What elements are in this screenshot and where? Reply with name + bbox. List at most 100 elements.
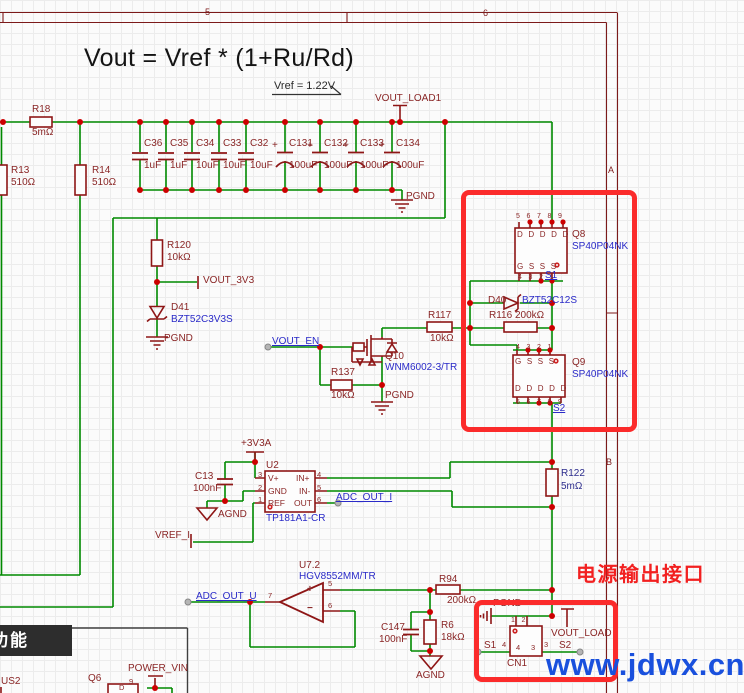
net-agnd-u2[interactable]: AGND xyxy=(218,509,247,520)
net-s2-q9[interactable]: S2 xyxy=(553,403,566,414)
label-r137-ref[interactable]: R137 xyxy=(331,367,355,378)
schematic-shape xyxy=(549,325,555,331)
label-c36-ref[interactable]: C36 xyxy=(144,138,163,149)
label-c147-ref[interactable]: C147 xyxy=(381,622,405,633)
highlight-box-q8-q9[interactable] xyxy=(461,190,637,432)
highlight-box-cn1[interactable] xyxy=(474,600,618,682)
net-vout-3v3[interactable]: VOUT_3V3 xyxy=(203,275,255,286)
label-u2-ref[interactable]: U2 xyxy=(266,460,279,471)
label-d41-ref[interactable]: D41 xyxy=(171,302,190,313)
schematic-shape xyxy=(277,581,324,624)
net-adc-out-u[interactable]: ADC_OUT_U xyxy=(196,591,257,602)
label-u72-part[interactable]: HGV8552MM/TR xyxy=(299,571,376,582)
label-cn1-ref[interactable]: CN1 xyxy=(507,658,528,669)
label-c35-val[interactable]: 1uF xyxy=(170,160,188,171)
net-vout-load1[interactable]: VOUT_LOAD1 xyxy=(375,93,442,104)
schematic-shape xyxy=(549,504,555,510)
label-c147-val[interactable]: 100nF xyxy=(379,634,408,645)
u72-pin-7: 7 xyxy=(268,591,273,600)
schematic-shape xyxy=(0,164,8,196)
label-q10-part[interactable]: WNM6002-3/TR xyxy=(385,362,458,373)
net-pgnd-q10[interactable]: PGND xyxy=(385,390,414,401)
label-r120-val[interactable]: 10kΩ xyxy=(167,252,191,263)
label-c132-val[interactable]: 100uF xyxy=(324,160,353,171)
label-r137-val[interactable]: 10kΩ xyxy=(331,390,355,401)
label-r116[interactable]: R116 200kΩ xyxy=(489,310,545,321)
schematic-shape xyxy=(512,628,518,634)
label-r120-ref[interactable]: R120 xyxy=(167,240,191,251)
net-agnd-r6[interactable]: AGND xyxy=(416,670,445,681)
schematic-shape xyxy=(77,119,83,125)
net-pgnd-d41[interactable]: PGND xyxy=(164,333,193,344)
label-r6-val[interactable]: 18kΩ xyxy=(441,632,465,643)
net-3v3a[interactable]: +3V3A xyxy=(241,438,272,449)
net-s2-cn1[interactable]: S2 xyxy=(559,640,572,651)
formula-text[interactable]: Vout = Vref * (1+Ru/Rd) xyxy=(84,44,354,72)
net-s1-cn1[interactable]: S1 xyxy=(484,640,497,651)
plus-c134: + xyxy=(379,140,385,151)
label-c13-val[interactable]: 100nF xyxy=(193,483,222,494)
label-c132-ref[interactable]: C132 xyxy=(324,138,348,149)
u2-pin-gnd: GND xyxy=(268,486,287,496)
schematic-shape xyxy=(282,119,288,125)
label-c13-ref[interactable]: C13 xyxy=(195,471,214,482)
label-r94-val[interactable]: 200kΩ xyxy=(447,595,477,606)
vref-note[interactable]: Vref = 1.22V xyxy=(274,80,336,92)
label-r14-val[interactable]: 510Ω xyxy=(92,177,117,188)
net-pgnd-caps[interactable]: PGND xyxy=(406,191,435,202)
label-r122-val[interactable]: 5mΩ xyxy=(561,481,583,492)
label-c133-ref[interactable]: C133 xyxy=(360,138,384,149)
label-c131-ref[interactable]: C131 xyxy=(289,138,313,149)
label-r18-val[interactable]: 5mΩ xyxy=(32,127,54,138)
label-q10-ref[interactable]: Q10 xyxy=(385,351,404,362)
label-c34-ref[interactable]: C34 xyxy=(196,138,215,149)
label-r13-ref[interactable]: R13 xyxy=(11,165,30,176)
net-vout-en[interactable]: VOUT_EN xyxy=(272,336,320,347)
label-r117-ref[interactable]: R117 xyxy=(428,310,452,321)
label-c131-val[interactable]: 100uF xyxy=(289,160,318,171)
label-c33-ref[interactable]: C33 xyxy=(223,138,242,149)
q8-bottom-pin-names: GSSS xyxy=(517,262,562,271)
q9-top-pin-names: GSSS xyxy=(515,357,560,366)
label-c134-ref[interactable]: C134 xyxy=(396,138,420,149)
label-q9-ref[interactable]: Q9 xyxy=(572,357,586,368)
label-r6-ref[interactable]: R6 xyxy=(441,620,454,631)
label-q9-part[interactable]: SP40P04NK xyxy=(572,369,629,380)
label-u72-ref[interactable]: U7.2 xyxy=(299,560,321,571)
label-c32-val[interactable]: 10uF xyxy=(250,160,273,171)
label-c34-val[interactable]: 10uF xyxy=(196,160,219,171)
net-s1-q8[interactable]: S1 xyxy=(545,270,558,281)
net-vout-load[interactable]: VOUT_LOAD xyxy=(551,628,612,639)
schematic-shape xyxy=(29,116,53,128)
plus-c132: + xyxy=(307,140,313,151)
label-q6-ref[interactable]: Q6 xyxy=(88,673,102,684)
label-q8-part[interactable]: SP40P04NK xyxy=(572,241,629,252)
u2-pin-inn: IN- xyxy=(299,486,311,496)
label-q8-ref[interactable]: Q8 xyxy=(572,229,586,240)
label-c36-val[interactable]: 1uF xyxy=(144,160,162,171)
label-r13-val[interactable]: 510Ω xyxy=(11,177,36,188)
label-c32-ref[interactable]: C32 xyxy=(250,138,269,149)
schematic-shape xyxy=(435,584,461,595)
label-u2-part[interactable]: TP181A1-CR xyxy=(266,513,326,524)
net-vref-i[interactable]: VREF_I xyxy=(155,530,191,541)
schematic-shape xyxy=(243,119,249,125)
label-r117-val[interactable]: 10kΩ xyxy=(430,333,454,344)
label-r94-ref[interactable]: R94 xyxy=(439,574,458,585)
net-power-vin[interactable]: POWER_VIN xyxy=(128,663,189,674)
label-r122-ref[interactable]: R122 xyxy=(561,468,585,479)
schematic-shape xyxy=(547,400,553,406)
label-us2[interactable]: US2 xyxy=(1,676,21,687)
label-d41-part[interactable]: BZT52C3V3S xyxy=(171,314,233,325)
label-r14-ref[interactable]: R14 xyxy=(92,165,111,176)
label-c33-val[interactable]: 10uF xyxy=(223,160,246,171)
net-adc-out-i[interactable]: ADC_OUT_I xyxy=(336,492,393,503)
label-c134-val[interactable]: 100uF xyxy=(396,160,425,171)
label-c133-val[interactable]: 100uF xyxy=(360,160,389,171)
label-c35-ref[interactable]: C35 xyxy=(170,138,189,149)
label-r18-ref[interactable]: R18 xyxy=(32,104,51,115)
label-d40-part[interactable]: BZT52C12S xyxy=(522,295,578,306)
label-d40-ref[interactable]: D40 xyxy=(488,295,507,306)
schematic-shape xyxy=(334,499,342,507)
